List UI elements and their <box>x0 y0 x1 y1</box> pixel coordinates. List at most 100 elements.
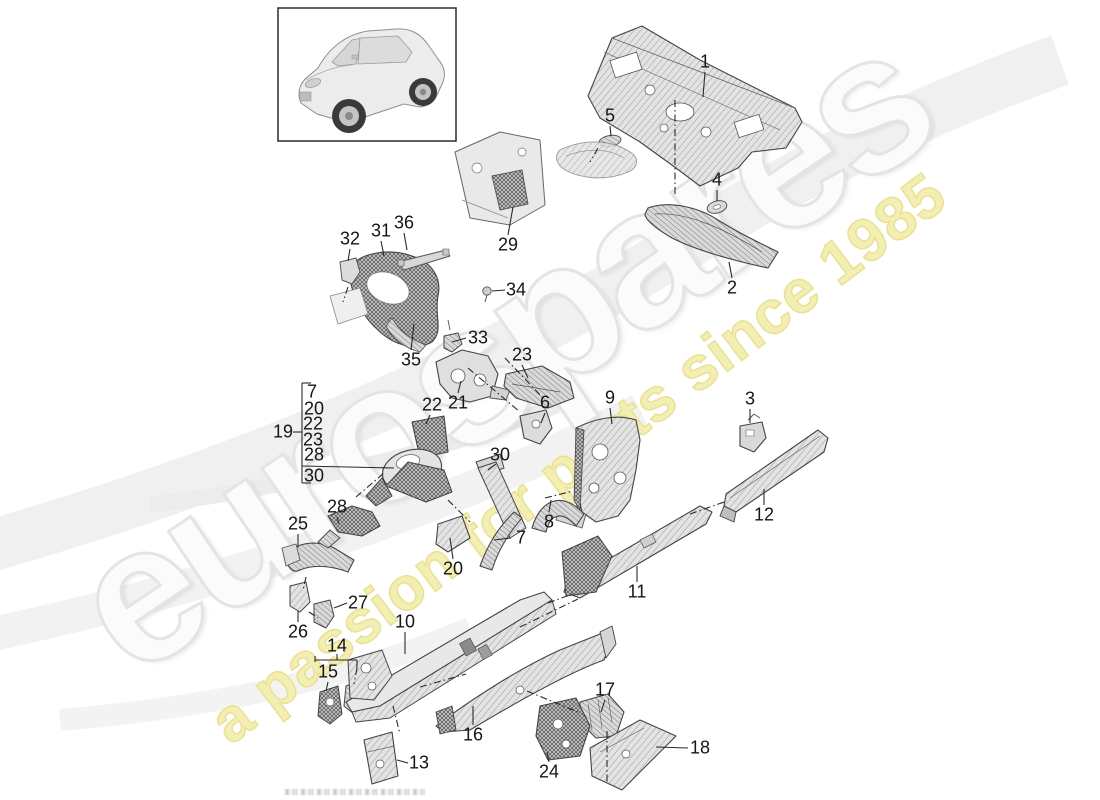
part-label-23-list: 23 <box>302 429 324 450</box>
assembly-axis-line <box>392 705 401 735</box>
part-label-25: 25 <box>287 513 309 534</box>
part-13-drawing <box>363 731 399 785</box>
part-27-drawing <box>313 599 335 629</box>
part-label-20-list: 20 <box>303 398 325 419</box>
part-6-drawing <box>519 409 553 445</box>
leader-line <box>521 364 529 379</box>
part-label-35: 35 <box>400 349 422 370</box>
assembly-19-drawing <box>365 448 453 507</box>
part-label-33: 33 <box>467 327 489 348</box>
part-label-34: 34 <box>505 279 527 300</box>
part-8-drawing <box>531 499 585 533</box>
group-14-bracket <box>314 654 358 668</box>
part-label-24: 24 <box>538 761 560 782</box>
water-deflector-left-drawing <box>556 141 637 179</box>
leader-line <box>609 407 613 425</box>
part-label-3: 3 <box>744 388 756 409</box>
leader-line <box>702 71 706 98</box>
part-28-drawing <box>317 505 381 549</box>
part-label-21: 21 <box>447 392 469 413</box>
leader-line <box>336 516 340 525</box>
part-label-7-mid: 7 <box>515 527 527 548</box>
part-18-drawing <box>589 719 677 791</box>
part-16-drawing <box>435 625 617 735</box>
vehicle-thumbnail <box>277 7 457 142</box>
part-label-36: 36 <box>393 212 415 233</box>
assembly-axis-line <box>689 500 728 515</box>
part-label-19: 19 <box>272 421 294 442</box>
part-4-drawing <box>706 200 728 214</box>
part-1-drawing <box>587 25 803 187</box>
assembly-axis-line <box>589 147 599 163</box>
leader-line <box>491 289 506 292</box>
leader-line <box>380 240 385 257</box>
assembly-axis-line <box>342 286 349 303</box>
assembly-axis-line <box>308 611 319 619</box>
part-label-12: 12 <box>753 504 775 525</box>
assembly-axis-line <box>355 472 385 498</box>
assembly-axis-line <box>302 576 307 591</box>
part-label-28-left: 28 <box>326 496 348 517</box>
leader-line <box>487 463 497 471</box>
leader-line <box>546 751 550 763</box>
leader-line <box>425 414 431 425</box>
assembly-axis-line <box>544 490 574 499</box>
part-24-drawing <box>535 697 591 761</box>
assembly-axis-line <box>547 592 576 604</box>
part-12-drawing <box>719 429 829 523</box>
part-32-drawing <box>329 257 369 325</box>
leader-line <box>325 681 329 692</box>
part-15-drawing <box>317 685 343 725</box>
part-11-drawing <box>561 505 713 599</box>
part-33-drawing <box>443 319 463 353</box>
leader-line <box>728 261 733 279</box>
assembly-axis-line <box>353 667 358 685</box>
leader-line <box>655 746 689 749</box>
leader-line <box>449 537 454 560</box>
part-10-drawing <box>345 591 557 723</box>
leader-line <box>403 232 408 251</box>
part-label-27: 27 <box>347 592 369 613</box>
part-34-drawing <box>482 286 492 303</box>
part-label-8: 8 <box>543 511 555 532</box>
assembly-axis-line <box>447 499 471 523</box>
part-label-6: 6 <box>539 392 551 413</box>
part-label-22-mid: 22 <box>421 394 443 415</box>
assembly-axis-line <box>419 673 467 688</box>
part-label-14: 14 <box>326 635 348 656</box>
leader-line <box>347 248 351 262</box>
part-label-22-list: 22 <box>302 413 324 434</box>
part-label-5: 5 <box>604 105 616 126</box>
leader-line <box>457 380 462 394</box>
leader-line <box>333 602 348 609</box>
part-label-16: 16 <box>462 724 484 745</box>
part-22-drawing <box>411 415 449 459</box>
assembly-axis-line <box>519 598 579 628</box>
part-36-drawing <box>397 248 451 271</box>
part-25-drawing <box>281 542 355 573</box>
part-label-26: 26 <box>287 621 309 642</box>
footer-illegible-code <box>285 789 425 795</box>
part-2-drawing <box>644 204 779 269</box>
part-label-13: 13 <box>408 752 430 773</box>
part-20-drawing <box>435 515 471 553</box>
part-29-drawing <box>454 131 546 226</box>
leader-line <box>396 759 409 764</box>
part-label-2: 2 <box>726 277 738 298</box>
leader-line <box>609 125 612 137</box>
part-21-drawing <box>435 349 511 403</box>
part-label-7-list: 7 <box>306 381 318 402</box>
part-label-9: 9 <box>604 387 616 408</box>
part-label-31: 31 <box>370 220 392 241</box>
assembly-axis-line <box>526 690 579 713</box>
leader-line <box>410 323 415 351</box>
part-26-drawing <box>289 581 311 613</box>
leader-line <box>548 499 552 513</box>
part-35-drawing <box>385 317 427 353</box>
assembly-axis-line <box>467 367 521 413</box>
leader-line <box>540 412 546 424</box>
